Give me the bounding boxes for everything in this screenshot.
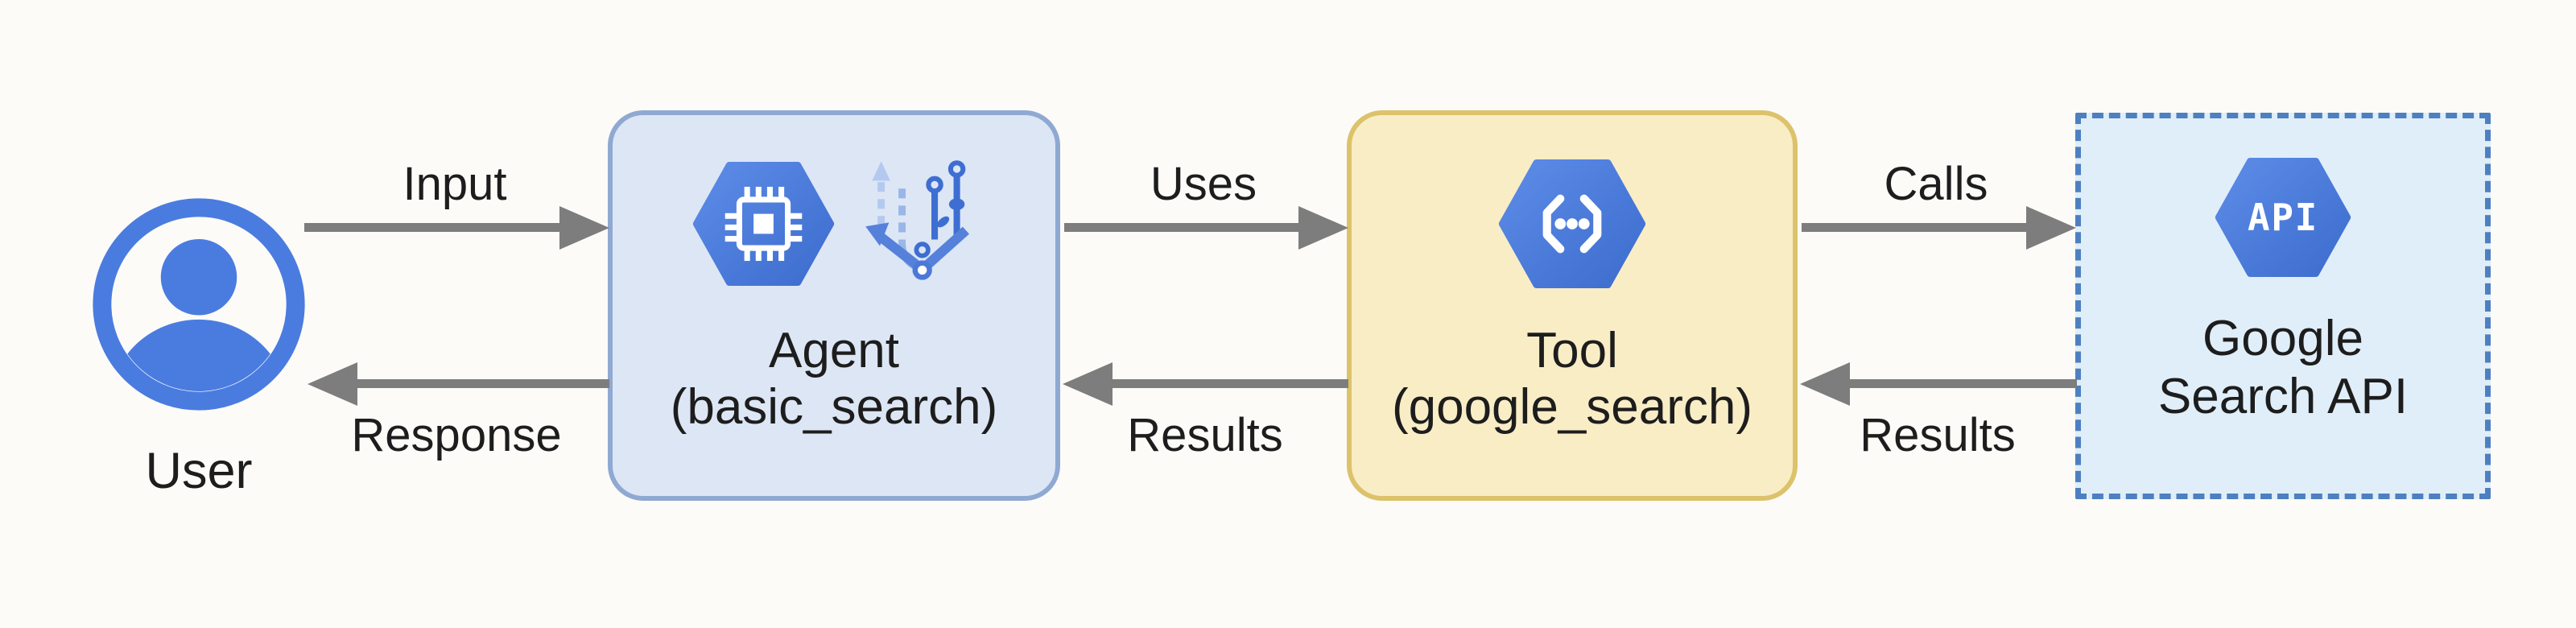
api-title: Google Search API: [2158, 310, 2408, 426]
edge-label-uses: Uses: [1150, 158, 1257, 210]
account-circle-icon: [93, 198, 305, 411]
arrow-results-tool-agent-line: [1111, 379, 1348, 388]
arrow-input-line: [304, 223, 565, 232]
api-node: API Google Search API: [2075, 113, 2491, 499]
arrow-response-head: [308, 362, 357, 406]
code-dots-hexagon-icon: [1498, 159, 1646, 289]
arrow-response-line: [356, 379, 609, 388]
arrow-calls-head: [2026, 206, 2076, 250]
edge-label-input: Input: [402, 158, 507, 210]
branch-flow-icon: [865, 160, 969, 280]
arrow-results-api-tool-line: [1848, 379, 2077, 388]
arrow-results-tool-agent-head: [1063, 362, 1113, 406]
tool-icon-row: [1498, 157, 1646, 291]
api-title-line1: Google: [2202, 311, 2363, 366]
edge-label-results-tool-agent: Results: [1127, 409, 1283, 461]
edge-label-response: Response: [351, 409, 562, 461]
cpu-hexagon-icon: [692, 162, 834, 286]
api-title-line2: Search API: [2157, 369, 2409, 424]
arrow-uses-head: [1298, 206, 1348, 250]
arrow-calls-line: [1802, 223, 2030, 232]
edge-label-results-api-tool: Results: [1860, 409, 2016, 461]
tool-title: Tool: [1526, 323, 1618, 378]
agent-icon-row: [692, 157, 976, 291]
user-label: User: [145, 443, 253, 499]
api-icon-row: API: [2215, 157, 2351, 278]
user-node: [90, 196, 308, 413]
api-hexagon-icon: API: [2215, 158, 2351, 277]
arrow-results-api-tool-head: [1800, 362, 1850, 406]
tool-node: Tool (google_search): [1347, 110, 1798, 501]
tool-subtitle: (google_search): [1391, 379, 1753, 435]
api-badge-text: API: [2248, 196, 2318, 239]
edge-label-calls: Calls: [1884, 158, 1988, 210]
agent-title: Agent: [768, 323, 900, 378]
agent-subtitle: (basic_search): [670, 379, 998, 435]
arrow-uses-line: [1064, 223, 1302, 232]
arrow-input-head: [559, 206, 609, 250]
agent-node: Agent (basic_search): [608, 110, 1060, 501]
